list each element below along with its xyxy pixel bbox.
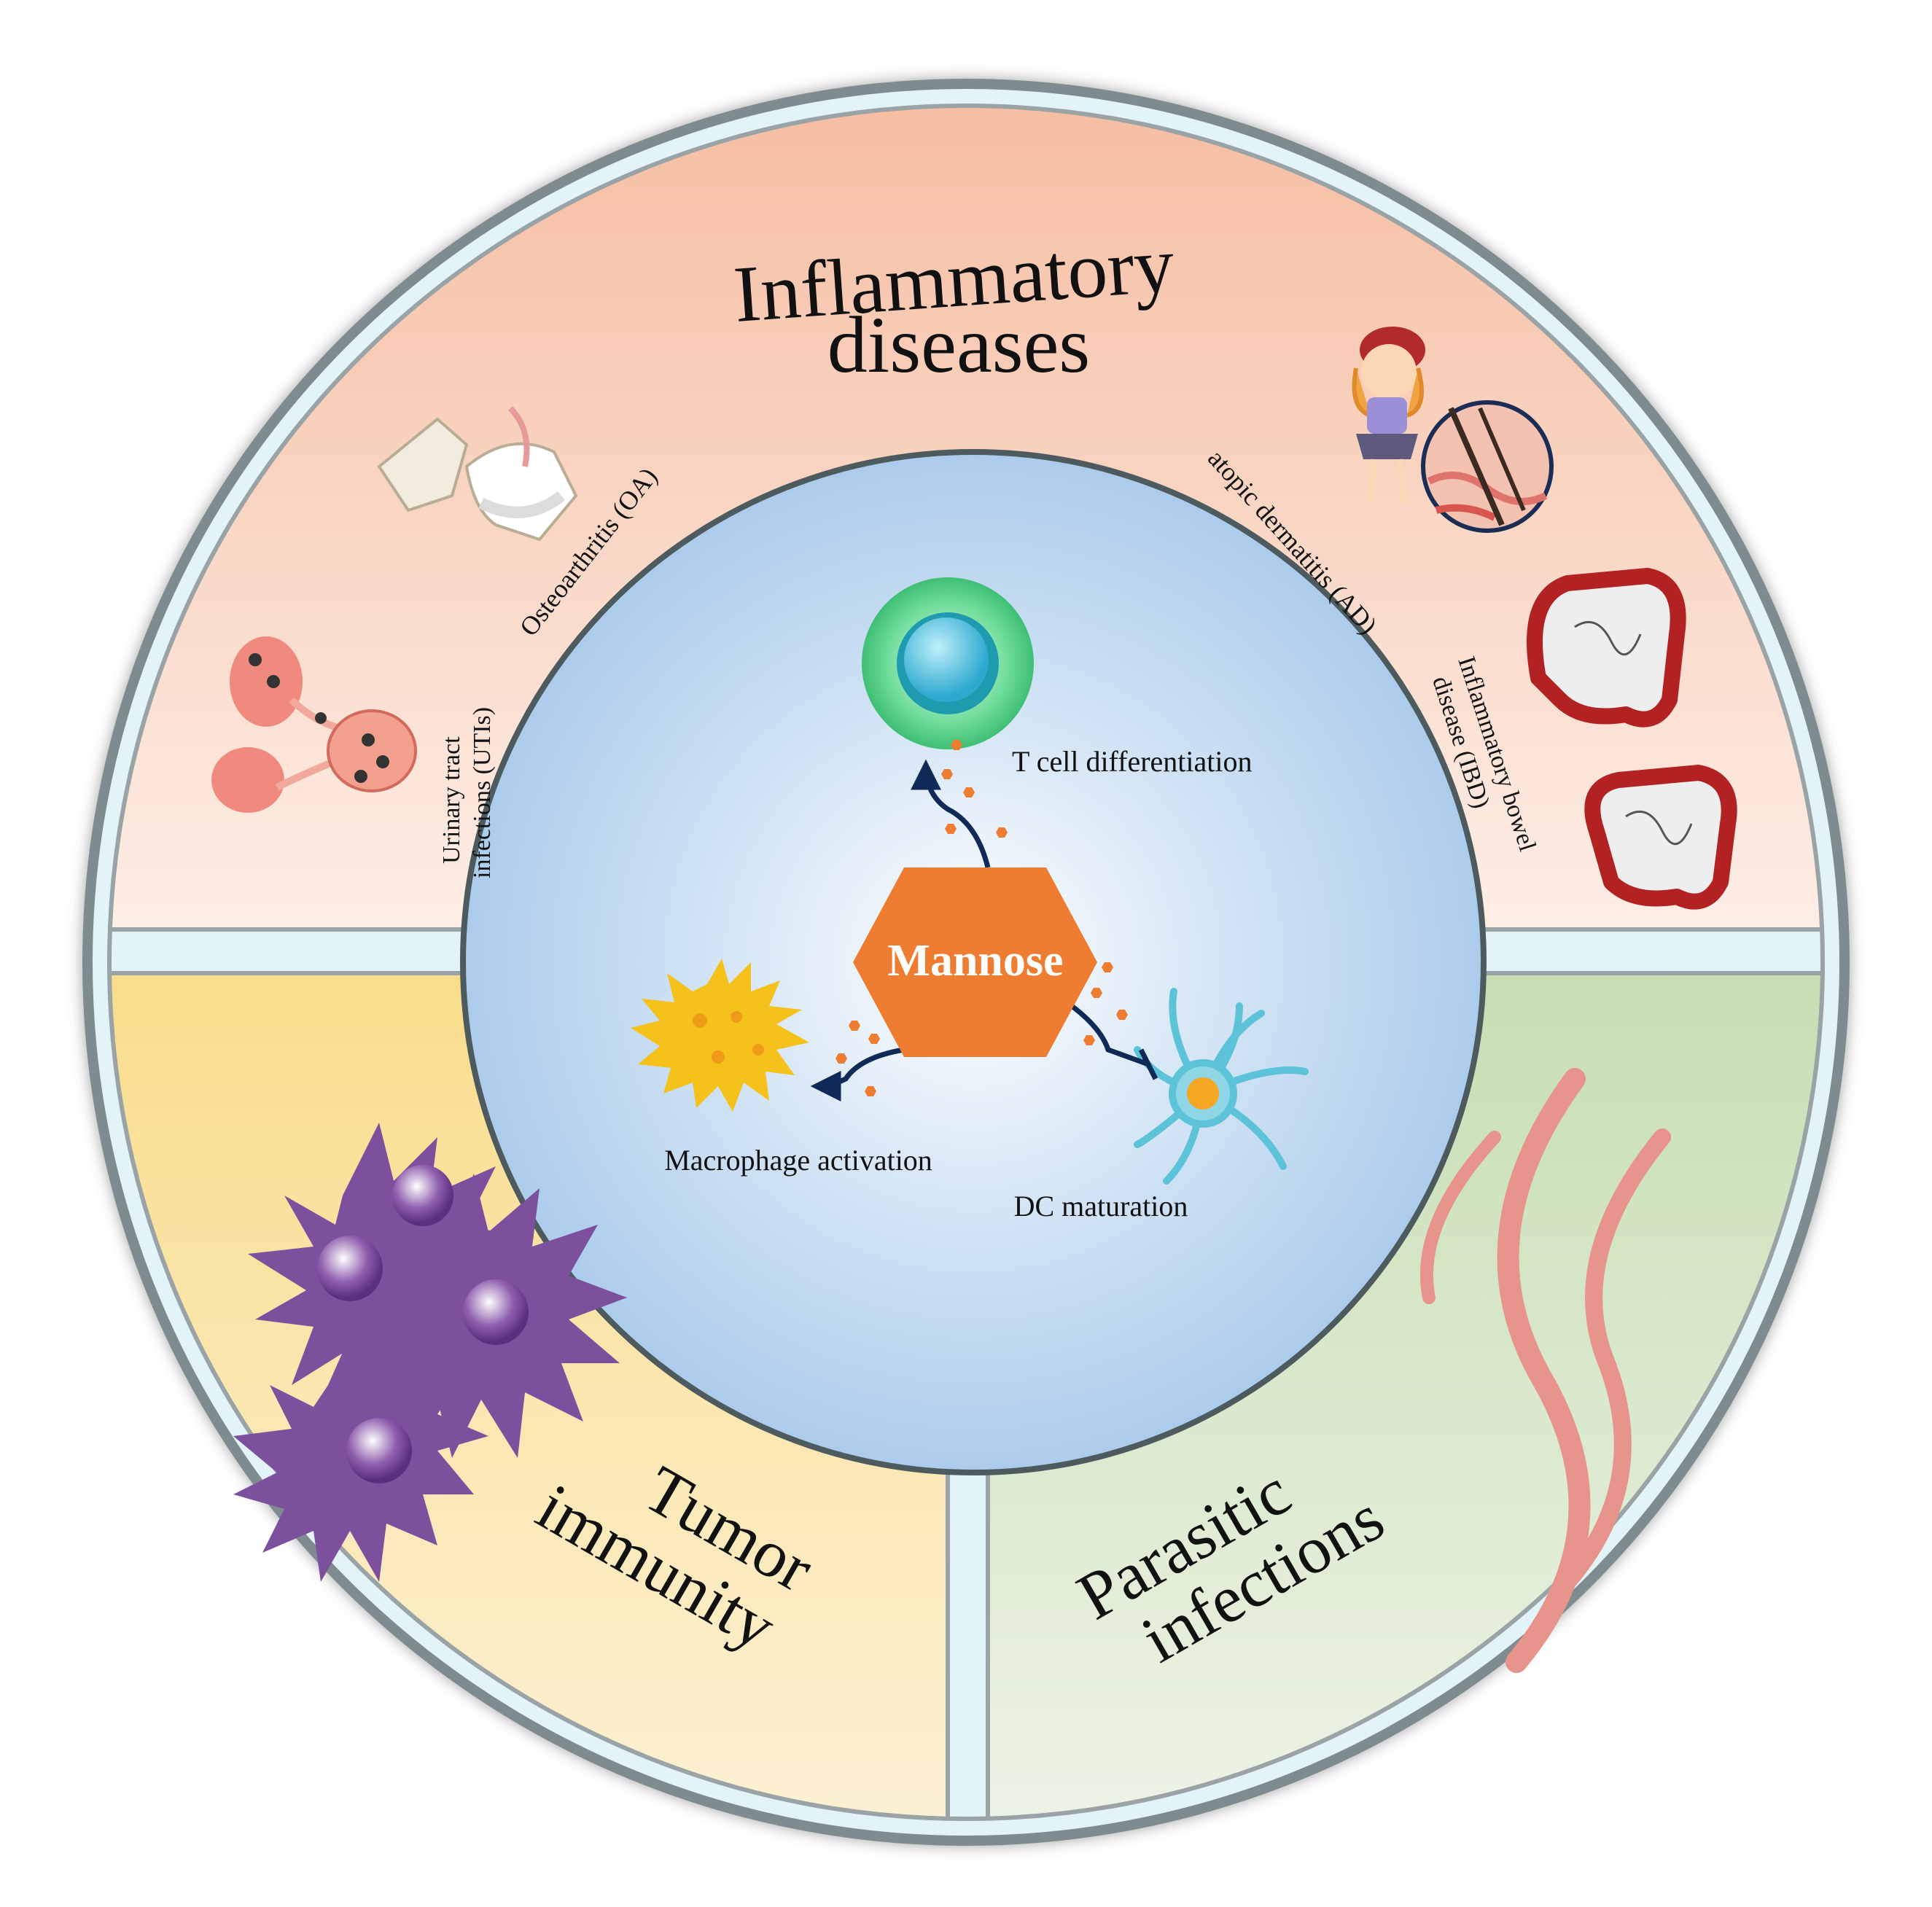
- urinary-tract-icon: [211, 636, 417, 813]
- dendritic-cell-icon: [1134, 988, 1309, 1185]
- skin-section-icon: [1421, 400, 1554, 533]
- uti-label-line2: infections (UTIs): [469, 707, 496, 878]
- arrow-to-t-cell: [911, 759, 991, 868]
- uti-label-line1: Urinary tract: [438, 736, 465, 864]
- mannose-particles: [835, 740, 1128, 1096]
- macrophage-label: Macrophage activation: [664, 1144, 932, 1177]
- mannose-label: Mannose: [887, 936, 1063, 986]
- colon-icon: [1527, 568, 1737, 910]
- parasite-worm-icon: [1420, 1068, 1671, 1673]
- t-cell-label: T cell differentiation: [1012, 745, 1253, 778]
- knee-joint-icon: [377, 406, 578, 542]
- child-scratching-icon: [1352, 327, 1425, 504]
- macrophage-icon: [631, 959, 809, 1112]
- mannose-hexagon: [853, 867, 1097, 1057]
- inflammatory-title-line2: diseases: [827, 300, 1090, 389]
- arrow-to-macrophage: [810, 1047, 905, 1101]
- dc-label: DC maturation: [1014, 1190, 1188, 1222]
- tumor-cells-icon: [233, 1123, 627, 1582]
- inhibit-dc: [1070, 1004, 1150, 1067]
- t-cell-icon: [862, 577, 1034, 749]
